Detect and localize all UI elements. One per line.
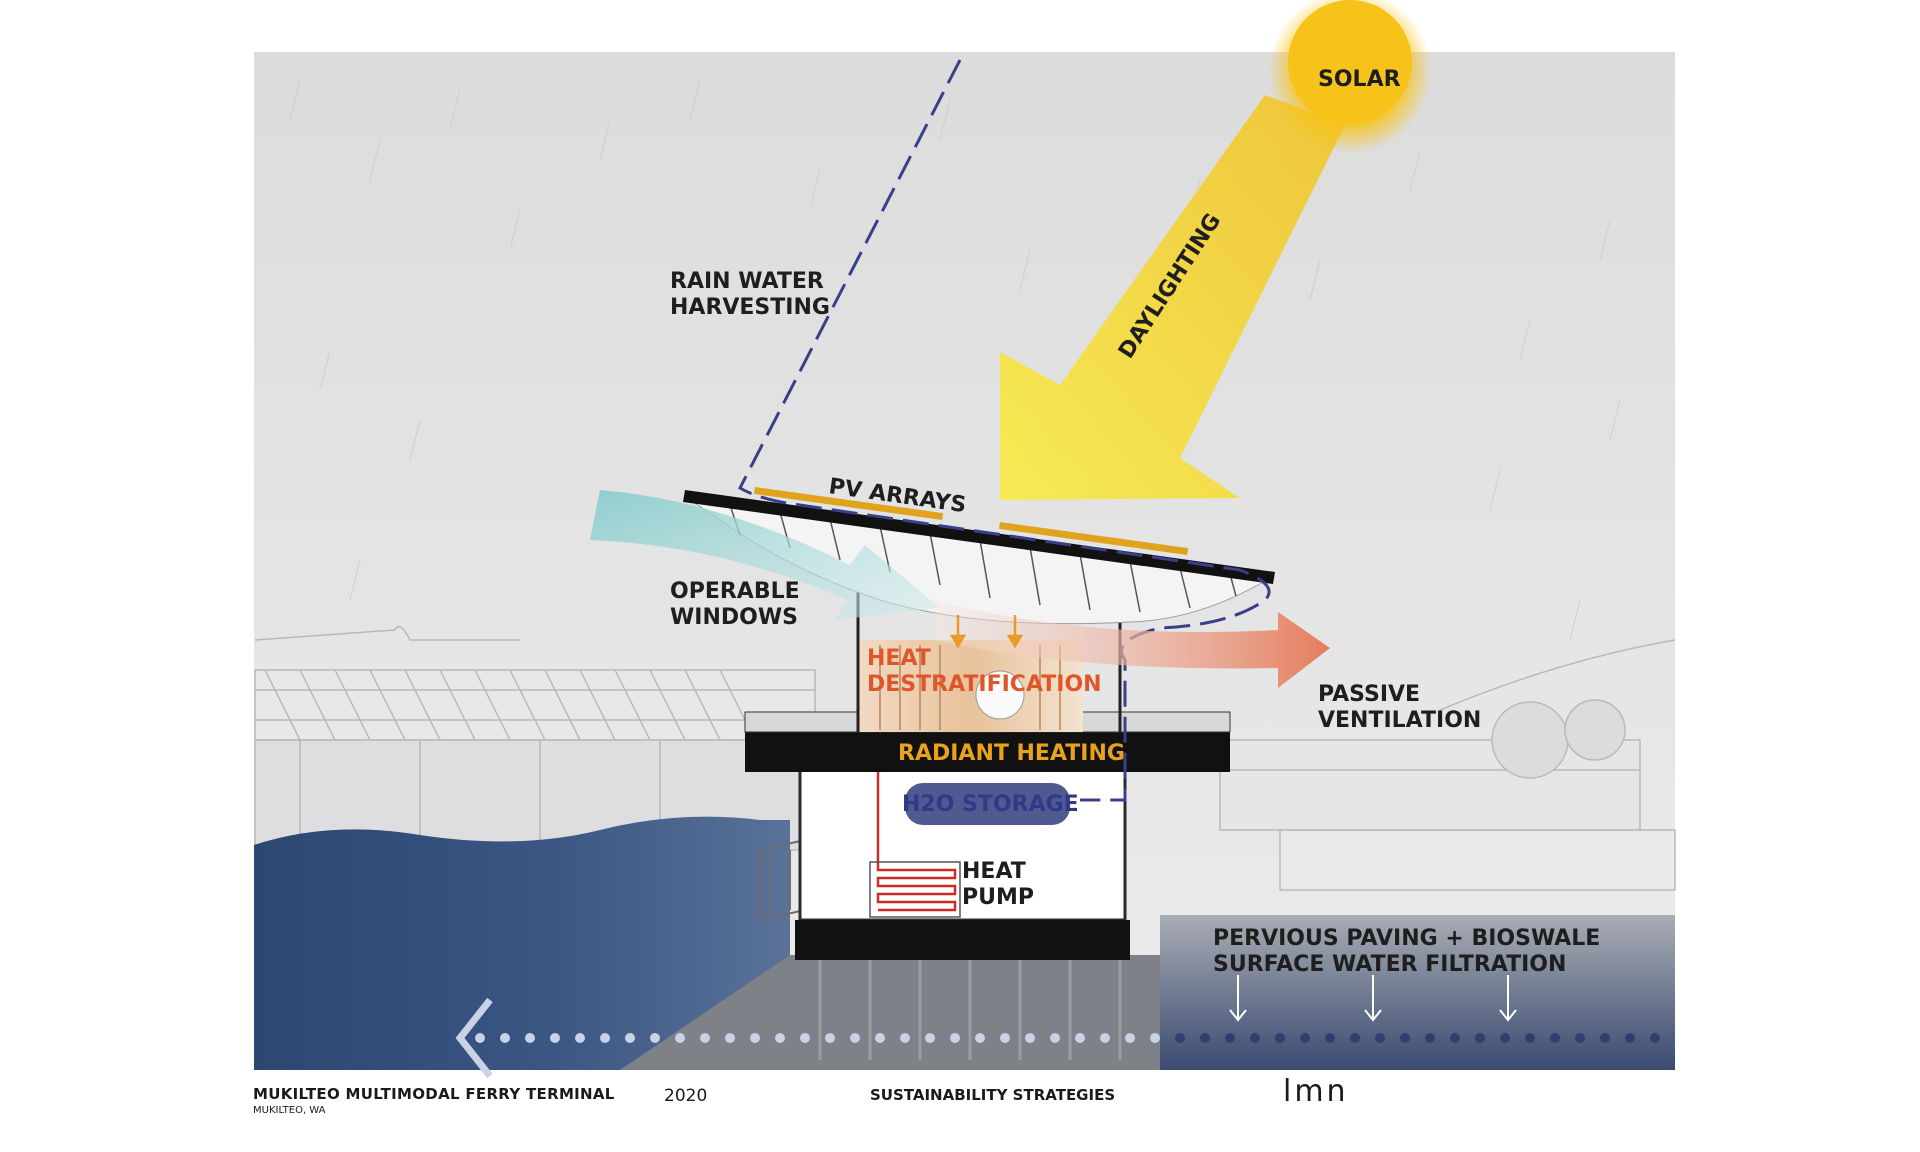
- label-ventilation: VENTILATION: [1318, 708, 1481, 733]
- label-passive: PASSIVE: [1318, 682, 1420, 707]
- sun-core: [1288, 0, 1412, 124]
- label-pervious: PERVIOUS PAVING + BIOSWALE: [1213, 926, 1600, 951]
- label-filtration: SURFACE WATER FILTRATION: [1213, 952, 1566, 977]
- label-rain-water: RAIN WATER: [670, 269, 824, 294]
- footer-project-title: MUKILTEO MULTIMODAL FERRY TERMINAL: [253, 1085, 615, 1103]
- footer-location: MUKILTEO, WA: [253, 1105, 326, 1116]
- footer-year: 2020: [664, 1086, 707, 1106]
- label-radiant-heating: RADIANT HEATING: [898, 741, 1125, 766]
- label-destratification: DESTRATIFICATION: [867, 672, 1102, 697]
- label-windows: WINDOWS: [670, 605, 798, 630]
- label-harvesting: HARVESTING: [670, 295, 830, 320]
- label-heat-pump-1: HEAT: [962, 859, 1026, 884]
- foundation-slab: [795, 920, 1130, 960]
- label-heat-pump-2: PUMP: [962, 885, 1034, 910]
- lmn-logo: lmn: [1283, 1074, 1349, 1109]
- label-h2o-storage: H2O STORAGE: [902, 792, 1079, 817]
- label-heat: HEAT: [867, 646, 931, 671]
- label-solar: SOLAR: [1318, 67, 1401, 92]
- label-operable: OPERABLE: [670, 579, 800, 604]
- footer-subject: SUSTAINABILITY STRATEGIES: [870, 1086, 1115, 1104]
